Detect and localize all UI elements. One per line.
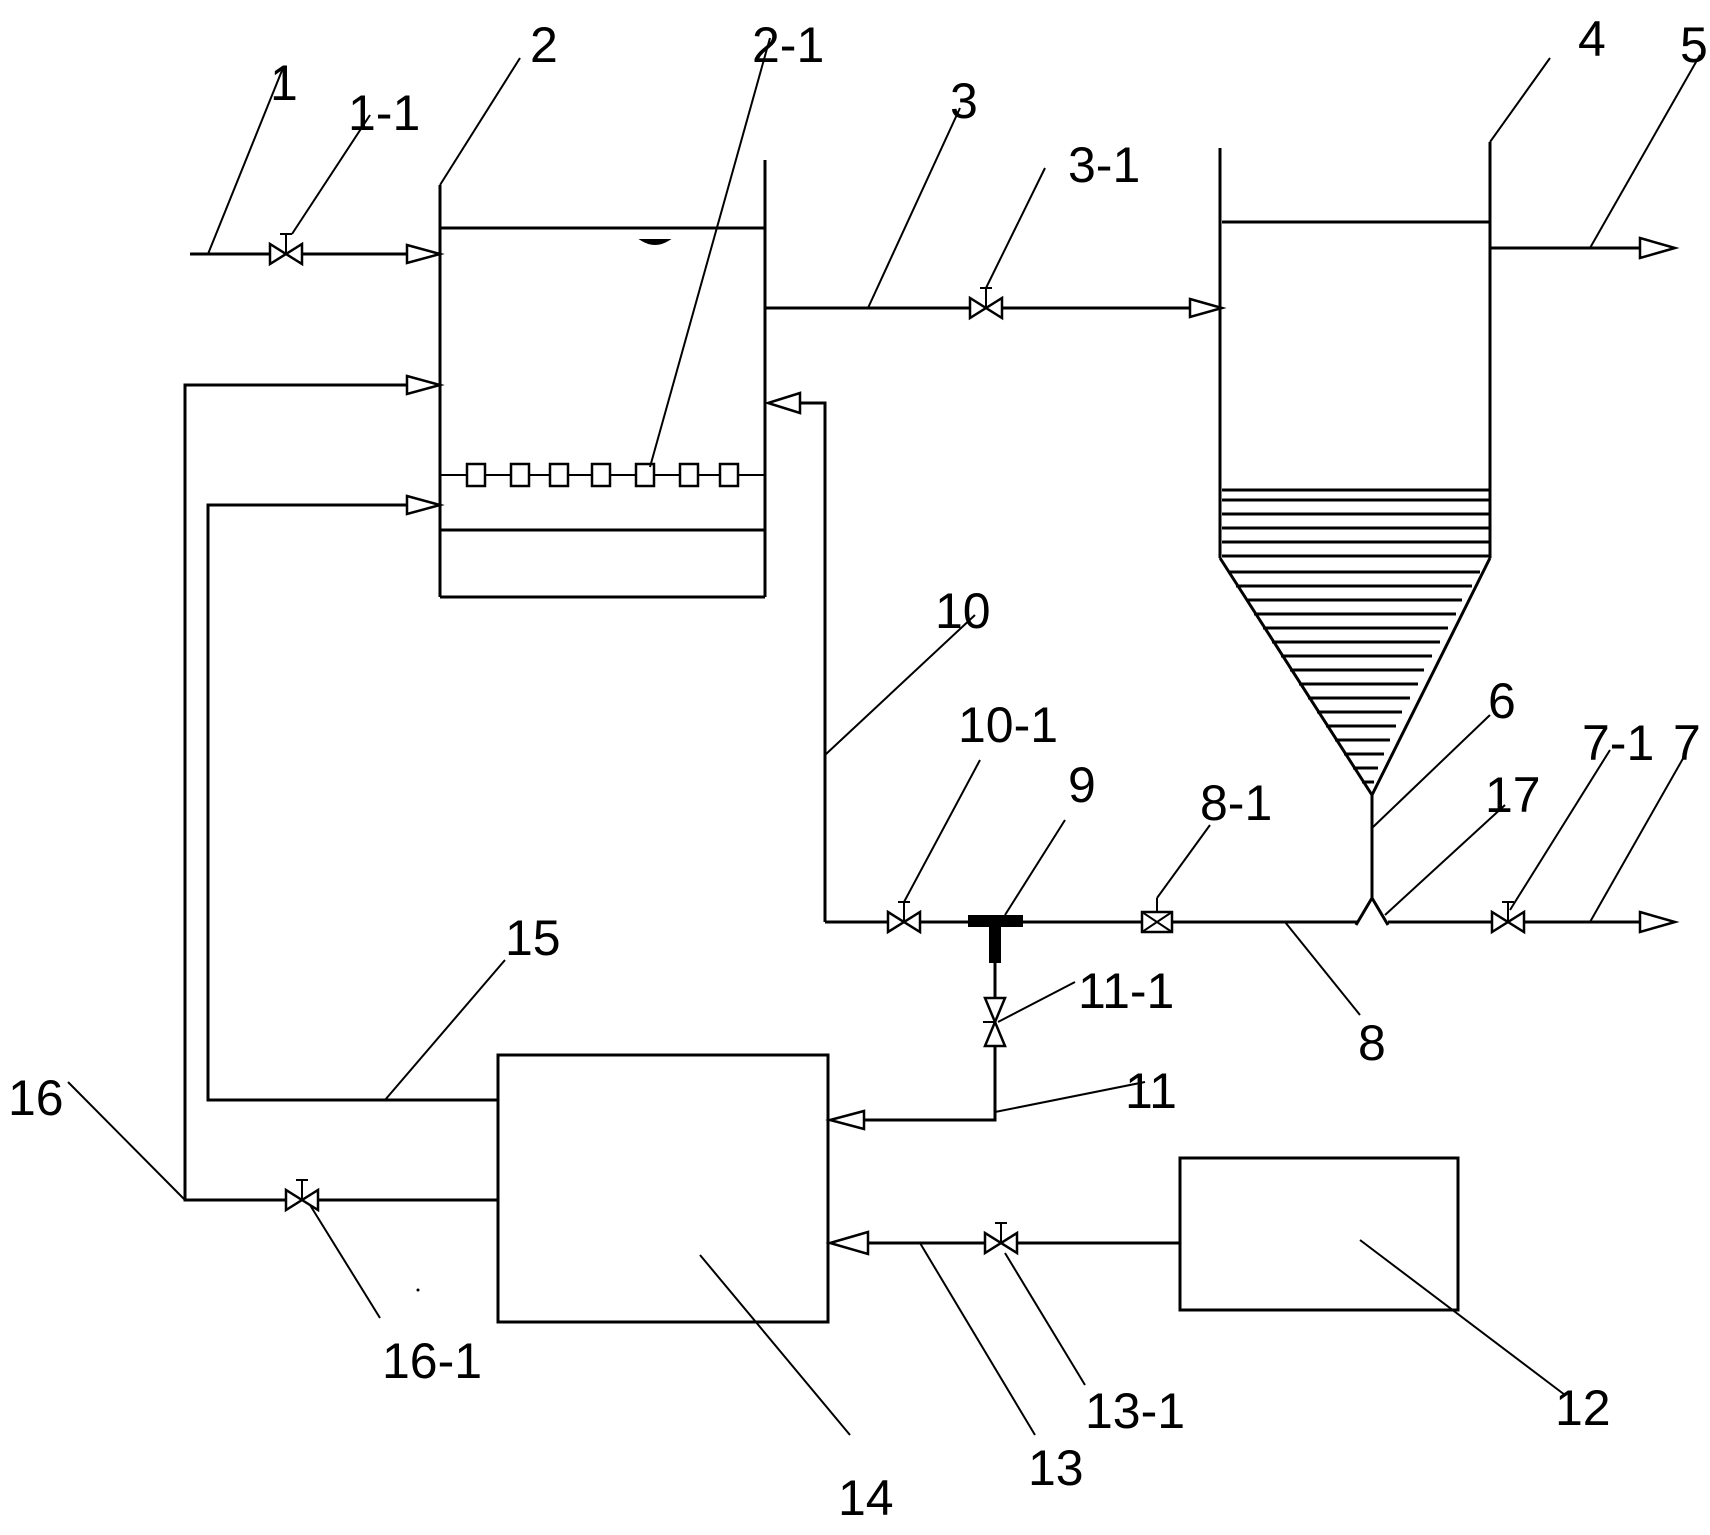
label-13: 13 [1028, 1440, 1084, 1496]
label-11: 11 [1125, 1063, 1177, 1119]
tee-fitting-9 [968, 915, 1023, 963]
valve-11-1[interactable] [983, 996, 1007, 1048]
label-10: 10 [935, 583, 991, 639]
valve-1-1[interactable] [268, 233, 304, 267]
arrow-pipe-5 [1638, 236, 1680, 260]
label-1: 1 [270, 55, 298, 111]
arrow-pipe-13 [825, 1230, 870, 1256]
water-level-icon [638, 239, 672, 245]
label-5: 5 [1680, 17, 1708, 73]
arrow-pipe-3 [1188, 297, 1227, 319]
junction-17 [1354, 850, 1390, 926]
arrow-inlet [405, 243, 445, 265]
label-15: 15 [505, 910, 561, 966]
label-16-1: 16-1 [382, 1333, 482, 1389]
valve-8-1[interactable] [1140, 898, 1174, 934]
label-4: 4 [1578, 11, 1606, 67]
label-3: 3 [950, 73, 978, 129]
label-3-1: 3-1 [1068, 137, 1140, 193]
pipe-16 [183, 383, 498, 1202]
label-7-1: 7-1 [1582, 715, 1654, 771]
recycle-pipe-10 [795, 401, 827, 922]
valve-16-1[interactable] [284, 1179, 320, 1213]
label-8-1: 8-1 [1200, 775, 1272, 831]
label-10-1: 10-1 [958, 697, 1058, 753]
label-6: 6 [1488, 673, 1516, 729]
leader-lines [67, 37, 1701, 1436]
pipe-15 [206, 503, 498, 1102]
arrow-pipe-16 [405, 374, 445, 396]
label-8: 8 [1358, 1015, 1386, 1071]
sludge-layer [1222, 488, 1490, 784]
labels: 1 1-1 2 2-1 3 3-1 4 5 6 17 7-1 7 8 8-1 9… [8, 11, 1708, 1526]
label-1-1: 1-1 [348, 85, 420, 141]
chemical-tank-12 [1178, 1156, 1460, 1312]
label-12: 12 [1555, 1380, 1611, 1436]
valve-13-1[interactable] [983, 1222, 1019, 1256]
arrow-pipe-10 [763, 391, 802, 415]
label-16: 16 [8, 1070, 64, 1126]
reactor-tank-2 [438, 160, 767, 599]
label-11-1: 11-1 [1078, 963, 1174, 1019]
label-2-1: 2-1 [752, 17, 824, 73]
label-7: 7 [1673, 715, 1701, 771]
branch-pipe-11 [840, 932, 997, 1122]
valve-10-1[interactable] [886, 901, 922, 935]
valve-3-1[interactable] [968, 287, 1004, 321]
label-17: 17 [1485, 767, 1541, 823]
arrow-pipe-11 [825, 1109, 866, 1131]
arrow-pipe-7 [1638, 910, 1680, 934]
arrow-pipe-15 [405, 494, 445, 516]
label-9: 9 [1068, 757, 1096, 813]
label-13-1: 13-1 [1085, 1383, 1185, 1439]
valve-7-1[interactable] [1490, 901, 1526, 935]
label-14: 14 [838, 1470, 894, 1526]
label-2: 2 [530, 17, 558, 73]
treatment-tank-14 [496, 1053, 830, 1324]
aerator-2-1 [440, 462, 765, 488]
